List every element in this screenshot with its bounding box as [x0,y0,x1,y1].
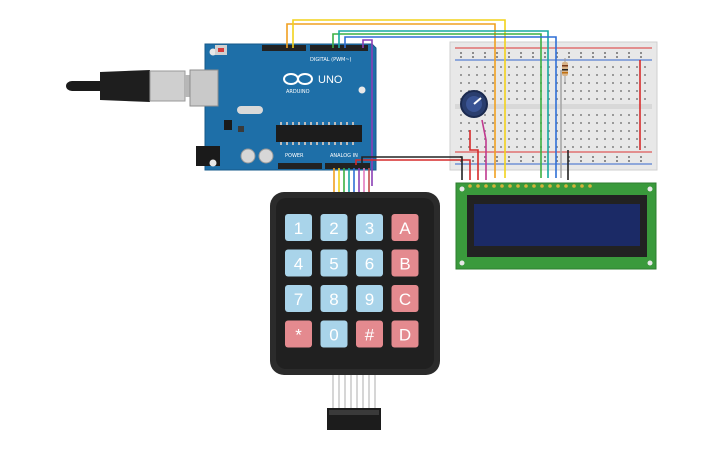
key-5[interactable]: 5 [320,249,348,277]
analog-label: ANALOG IN [330,153,358,159]
key-face[interactable] [356,285,383,312]
key-face[interactable] [356,249,383,277]
arduino-infinity-logo-icon [283,73,313,85]
atmega-chip [276,125,362,142]
lcd-16x2 [455,182,657,270]
resistor [562,58,568,82]
wire-blue [344,36,557,178]
key-label: * [295,326,302,345]
digital-label: DIGITAL (PWM~) [310,57,352,63]
key-face[interactable] [391,214,419,241]
key-label: 2 [329,219,338,238]
wires [286,19,641,192]
key-hash[interactable]: # [356,320,383,348]
key-label: 0 [329,326,338,345]
wire-red-power [355,159,471,180]
key-8[interactable]: 8 [320,285,348,312]
key-C[interactable]: C [391,285,419,312]
key-B[interactable]: B [391,249,419,277]
key-D[interactable]: D [391,320,419,348]
lcd-screen [474,204,640,246]
key-label: D [399,326,411,345]
key-label: 5 [329,255,338,274]
ribbon-connector [327,375,381,430]
wire-orange [286,23,496,178]
key-face[interactable] [285,320,312,348]
key-label: 8 [329,290,338,309]
wire-yellow [292,19,506,178]
key-label: C [399,290,411,309]
keypad-keys: 1 2 3 A 4 5 6 B 7 8 9 C * 0 # D [285,214,419,348]
key-label: 7 [294,290,303,309]
key-9[interactable]: 9 [356,285,383,312]
key-2[interactable]: 2 [320,214,348,241]
key-face[interactable] [320,320,348,348]
key-A[interactable]: A [391,214,419,241]
key-face[interactable] [285,249,312,277]
brand-label: ARDUINO [286,89,310,95]
usb-cable [66,70,197,102]
key-star[interactable]: * [285,320,312,348]
wire-teal [338,30,549,178]
key-3[interactable]: 3 [356,214,383,241]
key-face[interactable] [391,320,419,348]
key-label: 1 [294,219,303,238]
wire-black-gnd [361,156,463,180]
wire-pot-magenta [481,119,487,180]
key-face[interactable] [391,285,419,312]
key-face[interactable] [391,249,419,277]
key-label: B [399,255,410,274]
power-label: POWER [285,153,304,159]
key-6[interactable]: 6 [356,249,383,277]
key-face[interactable] [320,249,348,277]
key-1[interactable]: 1 [285,214,312,241]
model-label: UNO [318,74,343,86]
key-7[interactable]: 7 [285,285,312,312]
key-face[interactable] [320,285,348,312]
key-face[interactable] [285,285,312,312]
key-face[interactable] [320,214,348,241]
key-face[interactable] [285,214,312,241]
arduino-uno[interactable]: UNO ARDUINO DIGITAL (PWM~) POWER ANALOG … [189,43,377,171]
wire-green [332,33,542,178]
key-0[interactable]: 0 [320,320,348,348]
key-label: 3 [365,219,374,238]
key-face[interactable] [356,320,383,348]
reset-button[interactable] [218,48,224,52]
key-label: A [399,219,411,238]
key-face[interactable] [356,214,383,241]
key-label: 6 [365,255,374,274]
wire-pot-red [469,130,479,180]
key-4[interactable]: 4 [285,249,312,277]
key-label: 4 [294,255,303,274]
wire-purple [362,39,373,186]
key-label: 9 [365,290,374,309]
key-label: # [365,326,375,345]
potentiometer[interactable] [460,90,488,118]
